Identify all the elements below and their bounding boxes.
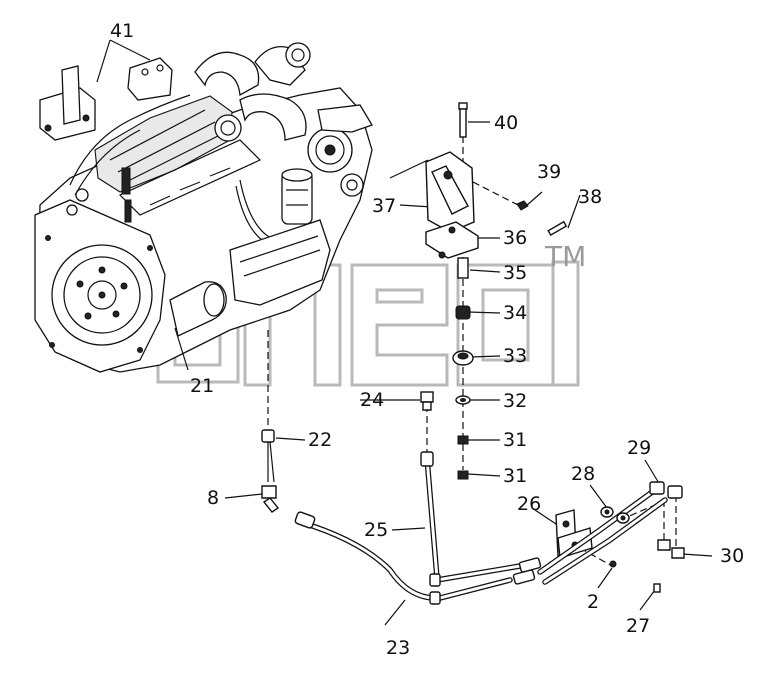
callout-33: 33 bbox=[503, 345, 527, 367]
pipe-assembly bbox=[261, 391, 685, 605]
callout-38: 38 bbox=[578, 186, 602, 208]
callout-27: 27 bbox=[626, 615, 650, 637]
mount-bracket-assembly bbox=[425, 102, 568, 480]
callout-31-lower: 31 bbox=[503, 465, 527, 487]
engine-assembly bbox=[34, 42, 373, 373]
callout-labels: 41 40 39 38 37 36 35 34 33 32 31 31 24 2… bbox=[110, 20, 744, 659]
callout-32: 32 bbox=[503, 390, 527, 412]
callout-2: 2 bbox=[587, 591, 599, 613]
callout-41: 41 bbox=[110, 20, 134, 42]
callout-39: 39 bbox=[537, 161, 561, 183]
callout-22: 22 bbox=[308, 429, 332, 451]
callout-30: 30 bbox=[720, 545, 744, 567]
callout-8: 8 bbox=[207, 487, 219, 509]
callout-37: 37 bbox=[372, 195, 396, 217]
callout-21: 21 bbox=[190, 375, 214, 397]
callout-40: 40 bbox=[494, 112, 518, 134]
callout-24: 24 bbox=[360, 389, 384, 411]
callout-23: 23 bbox=[386, 637, 410, 659]
callout-29: 29 bbox=[627, 437, 651, 459]
callout-36: 36 bbox=[503, 227, 527, 249]
callout-35: 35 bbox=[503, 262, 527, 284]
callout-34: 34 bbox=[503, 302, 527, 324]
callout-28: 28 bbox=[571, 463, 595, 485]
callout-31-upper: 31 bbox=[503, 429, 527, 451]
callout-26: 26 bbox=[517, 493, 541, 515]
watermark-tm: TM bbox=[544, 240, 586, 273]
callout-25: 25 bbox=[364, 519, 388, 541]
